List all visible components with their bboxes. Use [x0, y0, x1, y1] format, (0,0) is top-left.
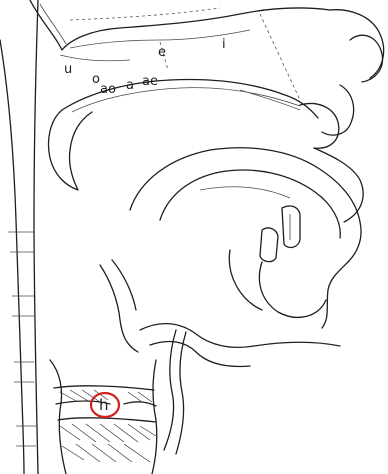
pharynx	[100, 260, 340, 454]
lower-jaw	[229, 250, 326, 317]
vowel-label-i: i	[222, 37, 226, 52]
phone-label-h: h	[99, 396, 109, 414]
glottis-highlight: h	[91, 393, 119, 417]
vowel-label-ae: ae	[142, 74, 158, 89]
vowel-label-o: o	[92, 72, 100, 87]
spine	[0, 0, 38, 474]
velum	[49, 110, 93, 190]
vowel-label-a: a	[126, 78, 134, 93]
tongue	[130, 148, 361, 328]
vowel-label-e: e	[158, 45, 166, 60]
nose	[322, 10, 384, 135]
vowel-label-ao: ao	[100, 82, 116, 97]
vowel-label-u: u	[64, 62, 72, 77]
nasal-cavity	[30, 0, 330, 100]
teeth	[260, 206, 300, 262]
